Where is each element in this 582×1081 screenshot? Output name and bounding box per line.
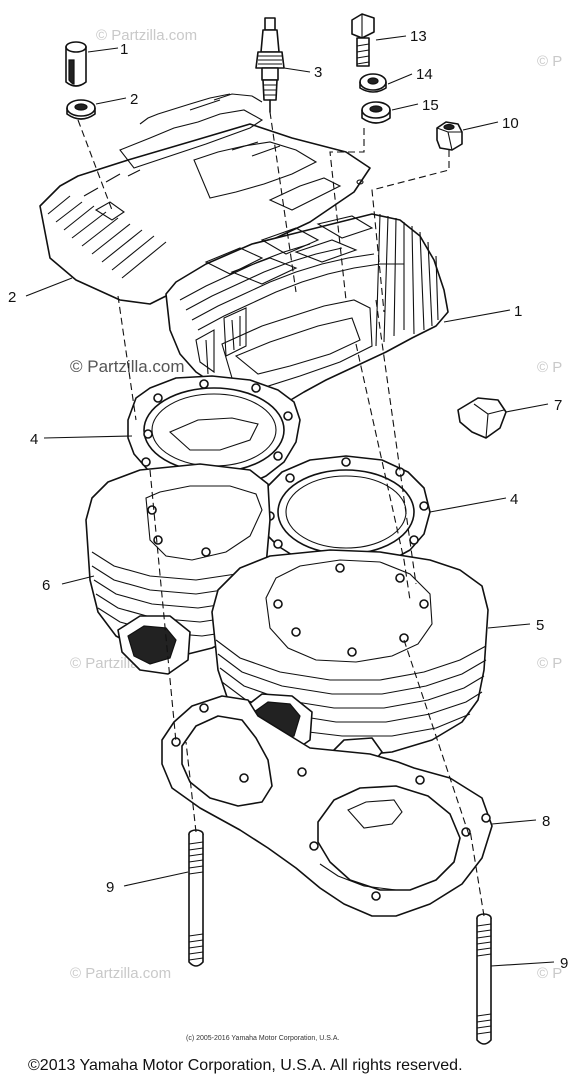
callout-9-right: 9 [560,955,568,972]
part-7-damper [457,397,507,439]
callout-7: 7 [554,397,562,414]
part-9-stud-left [188,829,204,967]
watermark-top: © Partzilla.com [96,27,197,44]
leader-lines [25,35,555,967]
part-2-washer [66,99,96,120]
watermark-edge-1: © P [537,53,562,70]
cylinder-head-rear [39,93,371,305]
callout-1-right: 1 [514,303,522,320]
callout-4-right: 4 [510,491,518,508]
callout-5: 5 [536,617,544,634]
alignment-lines [77,111,485,917]
callout-8: 8 [542,813,550,830]
callout-10: 10 [502,115,519,132]
watermark-edge-3: © P [537,655,562,672]
part-13-bolt [351,13,375,67]
watermark-edge-4: © P [537,965,562,982]
part-15-washer [361,101,391,124]
callout-15: 15 [422,97,439,114]
watermark-bottom: © Partzilla.com [70,965,171,982]
callout-13: 13 [410,28,427,45]
watermark-layer: © Partzilla.com © Partzilla.com © Partzi… [70,27,562,982]
callout-6: 6 [42,577,50,594]
part-8-base-gasket [161,695,493,917]
copyright-main: ©2013 Yamaha Motor Corporation, U.S.A. A… [28,1057,463,1074]
callout-1-top: 1 [120,41,128,58]
copyright-small: (c) 2005-2016 Yamaha Motor Corporation, … [186,1035,339,1042]
part-1-collar [65,41,87,87]
callout-4-left: 4 [30,431,38,448]
callout-14: 14 [416,66,433,83]
part-9-stud-right [476,913,492,1045]
watermark-mid: © Partzilla.com [70,357,185,376]
callout-3: 3 [314,64,322,81]
callout-9-left: 9 [106,879,114,896]
part-3-spark-plug [255,17,285,113]
part-4-head-gasket-right [257,455,431,569]
watermark-edge-2: © P [537,359,562,376]
part-10-nut [436,121,463,151]
callout-labels: 1 2 3 13 14 15 10 2 1 7 4 4 6 5 8 9 9 [8,28,568,972]
callout-2-left: 2 [8,289,16,306]
part-4-head-gasket-left [127,375,301,493]
part-14-spring-washer [359,73,387,93]
callout-2-top: 2 [130,91,138,108]
